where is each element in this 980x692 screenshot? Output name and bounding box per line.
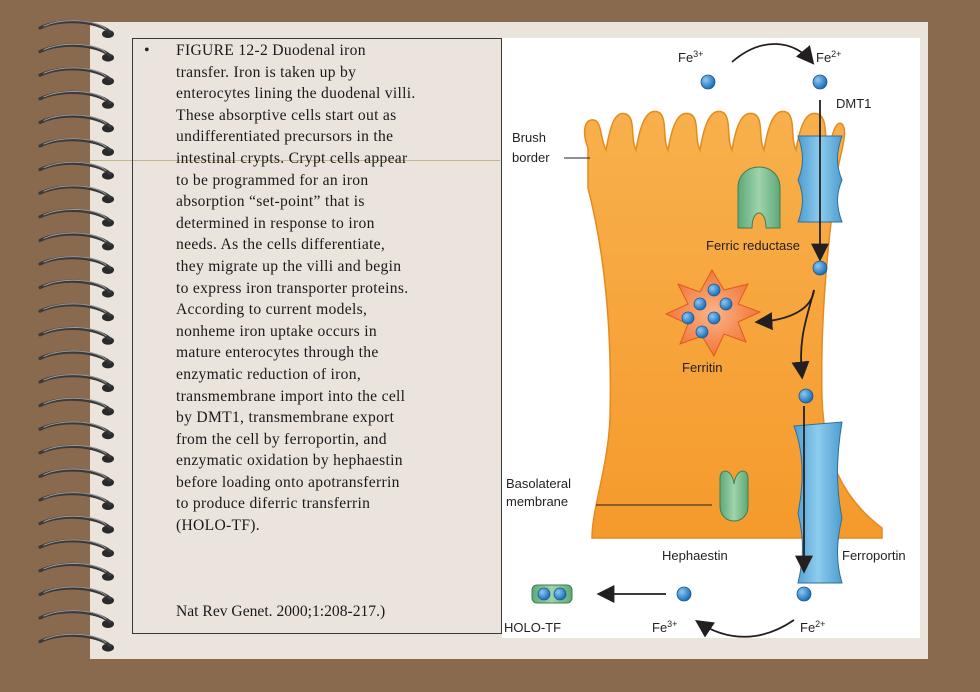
binding-ring: [38, 326, 114, 345]
iron-ion-fe2-bottom: [796, 586, 812, 602]
binding-ring: [38, 610, 114, 628]
caption-box: [132, 38, 502, 634]
binding-ring: [38, 114, 114, 133]
caption-line: undifferentiated precursors in the: [176, 128, 394, 146]
label-brush-border-line2: border: [512, 150, 550, 165]
iron-ion-before-ferroportin: [798, 388, 814, 404]
iron-transfer-diagram: Fe3+ Fe2+ DMT1 Brush border Ferric reduc…: [504, 43, 906, 638]
iron-ion-ferritin-4: [681, 311, 695, 325]
bullet-point: •: [144, 42, 150, 59]
iron-ion-ferritin-2: [693, 297, 707, 311]
cytosol-transit-arrow: [791, 289, 815, 380]
binding-ring: [38, 232, 114, 251]
caption-line: enterocytes lining the duodenal villi.: [176, 85, 416, 103]
binding-ring: [38, 67, 114, 86]
label-hephaestin: Hephaestin: [662, 548, 728, 563]
caption-line: from the cell by ferroportin, and: [176, 430, 387, 448]
binding-ring: [38, 256, 114, 274]
binding-ring: [38, 562, 114, 581]
caption-line: by DMT1, transmembrane export: [176, 409, 395, 427]
caption-line: According to current models,: [176, 301, 368, 319]
label-fe2-bottom: Fe2+: [800, 619, 825, 635]
binding-ring: [38, 586, 114, 605]
spiral-binding: [38, 20, 114, 652]
page-rule-line: [90, 160, 500, 161]
label-ferritin: Ferritin: [682, 360, 722, 375]
binding-ring: [38, 539, 114, 558]
binding-ring: [38, 208, 114, 227]
caption-line: to produce diferric transferrin: [176, 495, 371, 513]
binding-ring: [38, 43, 114, 62]
citation: Nat Rev Genet. 2000;1:208-217.): [176, 603, 386, 620]
iron-ion-fe2-top: [812, 74, 828, 90]
binding-ring: [38, 90, 114, 109]
binding-ring: [38, 515, 114, 534]
holo-transferrin: [531, 584, 573, 604]
iron-ion-ferritin-1: [707, 283, 721, 297]
label-ferric-reductase: Ferric reductase: [706, 238, 800, 253]
binding-ring: [38, 20, 114, 38]
caption-line: transmembrane import into the cell: [176, 387, 406, 405]
iron-ion-cytosol: [812, 260, 828, 276]
iron-ion-ferritin-5: [707, 311, 721, 325]
caption-line: nonheme iron uptake occurs in: [176, 322, 377, 340]
caption-line: needs. As the cells differentiate,: [176, 236, 386, 254]
binding-ring: [38, 397, 114, 416]
figure-caption: FIGURE 12-2 Duodenal iron transfer. Iron …: [176, 40, 494, 537]
binding-ring: [38, 444, 114, 463]
caption-line: FIGURE 12-2 Duodenal iron: [176, 42, 366, 59]
binding-ring: [38, 303, 114, 322]
binding-ring: [38, 350, 114, 369]
caption-line: These absorptive cells start out as: [176, 106, 397, 124]
binding-ring: [38, 421, 114, 440]
hephaestin-enzyme: [719, 470, 749, 522]
caption-line: to express iron transporter proteins.: [176, 279, 409, 297]
iron-ion-ferritin-6: [695, 325, 709, 339]
label-ferroportin: Ferroportin: [842, 548, 906, 563]
binding-ring: [38, 185, 114, 204]
label-basolateral-line1: Basolateral: [506, 476, 571, 491]
label-holo-tf: HOLO-TF: [504, 620, 561, 635]
caption-line: to be programmed for an iron: [176, 171, 369, 189]
oxidation-arrow-bottom: [695, 619, 795, 638]
binding-ring: [38, 492, 114, 510]
caption-line: absorption “set-point” that is: [176, 193, 365, 211]
binding-ring: [38, 374, 114, 392]
binding-ring: [38, 468, 114, 487]
binding-ring: [38, 633, 114, 652]
caption-line: intestinal crypts. Crypt cells appear: [176, 149, 408, 167]
caption-line: (HOLO-TF).: [176, 517, 260, 535]
label-dmt1: DMT1: [836, 96, 871, 111]
binding-ring: [38, 279, 114, 298]
caption-line: enzymatic oxidation by hephaestin: [176, 452, 403, 470]
label-basolateral-line2: membrane: [506, 494, 568, 509]
iron-ion-fe3-bottom: [676, 586, 692, 602]
ferric-reductase-enzyme: [737, 166, 781, 229]
label-fe2-top: Fe2+: [816, 49, 841, 65]
binding-ring: [38, 161, 114, 180]
label-brush-border-line1: Brush: [512, 130, 546, 145]
binding-ring: [38, 138, 114, 156]
caption-line: determined in response to iron: [176, 214, 375, 232]
ferroportin-transporter: [793, 421, 843, 584]
iron-ion-ferritin-3: [719, 297, 733, 311]
caption-line: before loading onto apotransferrin: [176, 473, 400, 491]
caption-line: enzymatic reduction of iron,: [176, 365, 362, 383]
caption-line: transfer. Iron is taken up by: [176, 63, 357, 81]
label-fe3-top: Fe3+: [678, 49, 703, 65]
caption-line: mature enterocytes through the: [176, 344, 379, 362]
iron-ion-fe3-top: [700, 74, 716, 90]
caption-line: they migrate up the villi and begin: [176, 257, 402, 275]
reduction-arrow-top: [731, 43, 815, 65]
label-fe3-bottom: Fe3+: [652, 619, 677, 635]
